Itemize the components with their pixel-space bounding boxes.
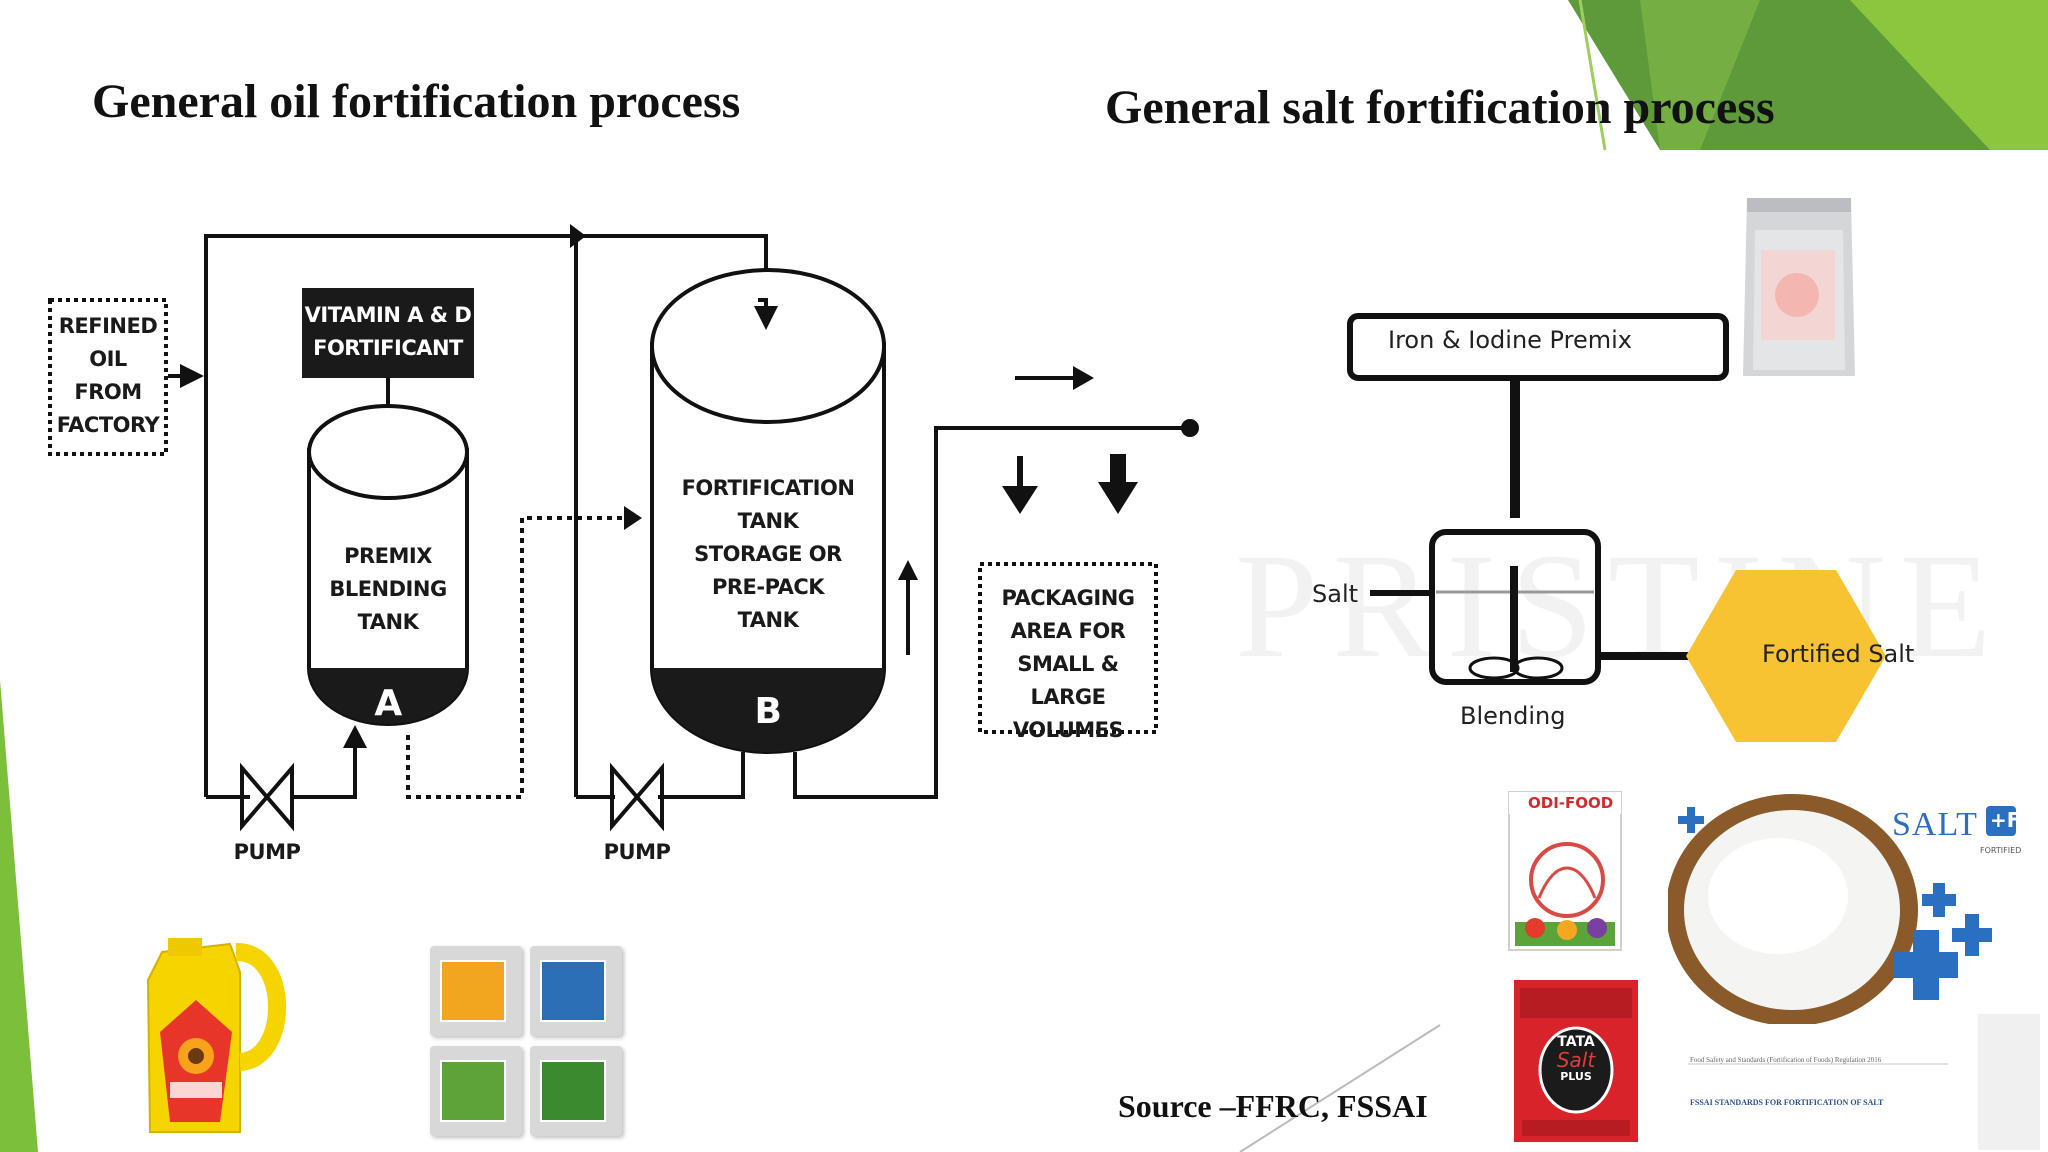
tata-salt-packet (1514, 980, 1638, 1142)
fortification-tank-label: FORTIFICATION TANK STORAGE OR PRE-PACK T… (681, 476, 855, 632)
fortified-word: FORTIFIED (1980, 846, 2022, 855)
source-citation: Source –FFRC, FSSAI (1118, 1088, 1428, 1124)
tata-salt-text: TATA Salt PLUS (1556, 1034, 1596, 1083)
pump-label-2: PUMP (603, 840, 671, 864)
blending-label: Blending (1460, 702, 1566, 730)
premix-pouch-image (1743, 198, 1855, 376)
odi-food-salt-packet (1508, 791, 1622, 951)
salt-title: General salt fortification process (1105, 81, 1775, 134)
salt-flow-diagram (1347, 313, 1886, 742)
fortified-badge-text: +F (1990, 808, 2021, 832)
tank-a-label: A (374, 683, 402, 724)
tank-b-label: B (754, 691, 782, 732)
oil-tins-image (430, 946, 630, 1146)
pump-label-1: PUMP (233, 840, 301, 864)
refined-oil-label: REFINED OIL FROM FACTORY (56, 314, 160, 437)
fortified-salt-label: Fortified Salt (1762, 640, 1915, 668)
oil-flow-diagram (48, 224, 1199, 832)
pump-valve-1 (240, 762, 294, 832)
salt-input-label: Salt (1312, 580, 1359, 608)
premix-label: Iron & Iodine Premix (1388, 326, 1632, 354)
oil-jerrycan-image (146, 938, 286, 1133)
fortified-salt-bowl-image: SALT +F FORTIFIED Food Safety and Standa… (1668, 792, 2040, 1150)
oil-title: General oil fortification process (92, 75, 741, 128)
salt-brand-text: SALT (1892, 806, 1978, 843)
premix-tank-label: PREMIX BLENDING TANK (329, 544, 447, 634)
regulation-text: Food Safety and Standards (Fortification… (1690, 1056, 1882, 1064)
fortificant-label: VITAMIN A & D FORTIFICANT (304, 303, 472, 360)
pump-valve-2 (610, 762, 664, 832)
odi-food-label: ODI-FOOD (1528, 794, 1614, 812)
packaging-label: PACKAGING AREA FOR SMALL & LARGE VOLUMES (1001, 586, 1135, 742)
fssai-standards-text: FSSAI STANDARDS FOR FORTIFICATION OF SAL… (1690, 1098, 1884, 1107)
